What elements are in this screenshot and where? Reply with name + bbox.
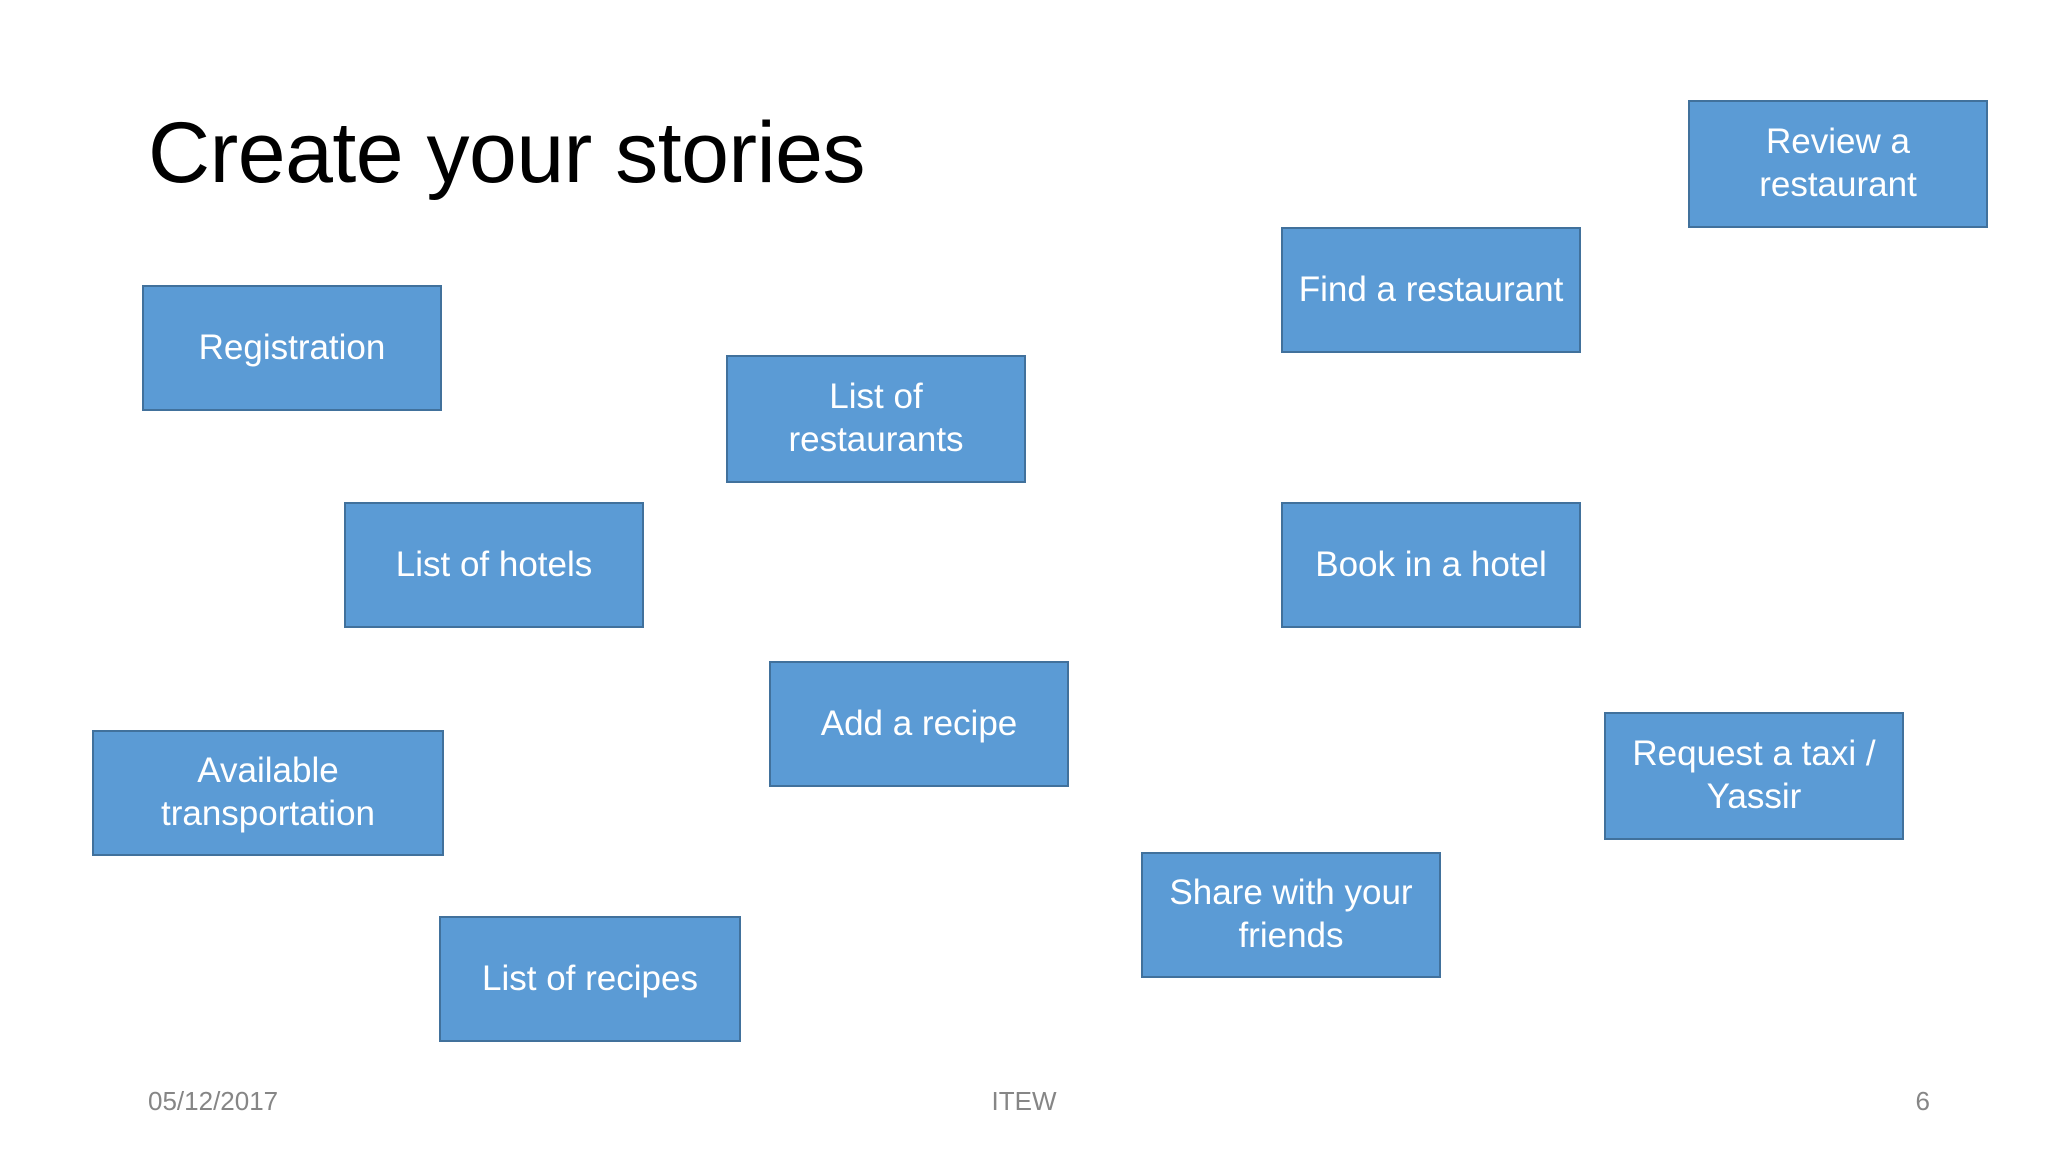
story-box-label: Add a recipe [820,703,1018,743]
footer-date: 05/12/2017 [148,1086,279,1116]
story-box[interactable]: Request a taxi / Yassir [1604,712,1904,840]
footer-center-label: ITEW [991,1086,1057,1116]
story-box-label: Request a taxi / Yassir [1632,734,1876,816]
story-box-label: List of restaurants [788,377,964,459]
story-box[interactable]: Find a restaurant [1281,227,1581,353]
story-box[interactable]: List of recipes [439,916,741,1042]
story-box-label: List of recipes [482,958,698,998]
story-box[interactable]: List of hotels [344,502,644,628]
story-box[interactable]: Review a restaurant [1688,100,1988,228]
story-box-label: Share with your friends [1169,873,1413,955]
story-box[interactable]: Share with your friends [1141,852,1441,978]
story-box-label: Available transportation [160,751,376,833]
story-box[interactable]: Book in a hotel [1281,502,1581,628]
story-box-label: Registration [198,327,386,367]
slide-number: 6 [1915,1086,1930,1116]
page-title: Create your stories [148,105,866,201]
story-box-label: List of hotels [395,544,593,584]
story-box[interactable]: List of restaurants [726,355,1026,483]
story-box[interactable]: Add a recipe [769,661,1069,787]
story-box[interactable]: Available transportation [92,730,444,856]
story-box-label: Book in a hotel [1315,544,1547,584]
story-box[interactable]: Registration [142,285,442,411]
story-box-label: Find a restaurant [1298,269,1564,309]
story-box-label: Review a restaurant [1759,122,1917,204]
